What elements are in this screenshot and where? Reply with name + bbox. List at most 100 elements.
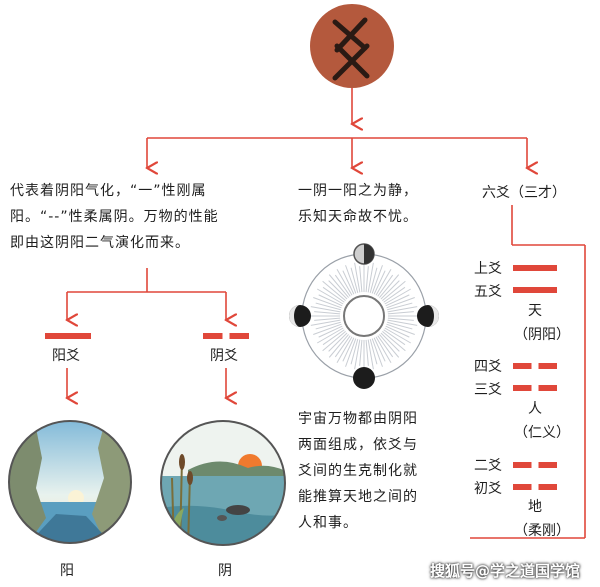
tian-label: 天 <box>528 303 542 319</box>
sun-ray <box>328 334 349 358</box>
sun-ray <box>310 306 341 313</box>
sun-ray <box>314 311 341 315</box>
sun-ray <box>345 338 357 367</box>
yao-line-chu <box>513 484 557 490</box>
yin-yao-line <box>203 333 249 339</box>
sun-ray <box>322 286 345 303</box>
yao-name-chu: 初爻 <box>474 481 502 497</box>
sun-ray <box>328 280 348 300</box>
ren-label: 人 <box>528 401 542 417</box>
sun-ray <box>350 339 359 365</box>
sun-ray <box>380 332 400 352</box>
sun-ray <box>359 339 363 366</box>
six-yao-title: 六爻（三才） <box>482 185 566 201</box>
left-description: 代表着阴阳气化，“一”性刚属 阳。“--”性柔属阴。万物的性能 即由这阴阳二气演… <box>10 183 219 251</box>
sun-ray <box>382 280 406 301</box>
yin-yao-label: 阴爻 <box>210 348 238 364</box>
yang-yao-line <box>45 333 91 339</box>
watermark-text: 搜狐号@学之道国学馆 <box>430 562 581 580</box>
sun-ray <box>385 325 410 338</box>
sun-ray <box>336 336 353 364</box>
sun-ray <box>359 266 363 293</box>
yao-name-san: 三爻 <box>474 382 502 398</box>
yang-landscape-image <box>8 420 132 544</box>
middle-top-text: 一阴一阳之为静， 乐知天命故不忧。 <box>298 183 418 225</box>
yin-caption: 阴 <box>218 563 232 579</box>
sun-ray <box>387 311 414 315</box>
sun-ray <box>328 274 349 298</box>
sun-ray <box>334 274 351 297</box>
sun-ray <box>315 302 341 311</box>
sun-ray <box>385 294 410 307</box>
sun-ray <box>322 280 346 301</box>
ren-sub: （仁义） <box>514 425 570 441</box>
yao-line-wu <box>513 287 557 293</box>
sun-ray <box>314 317 341 321</box>
sun-ray <box>322 329 345 346</box>
sun-ray <box>313 323 342 335</box>
sun-ray <box>322 331 346 352</box>
yao-name-si: 四爻 <box>474 359 502 375</box>
sun-ray <box>354 262 361 293</box>
sun-ray <box>342 337 355 362</box>
sun-ray <box>383 286 406 303</box>
sun-ray <box>334 335 351 358</box>
sun-ray <box>382 331 406 352</box>
sun-ray <box>367 339 374 370</box>
sun-ray <box>387 319 418 326</box>
sun-ray <box>354 339 361 370</box>
sun-ray <box>377 274 394 297</box>
sun-ray <box>373 270 386 295</box>
sun-ray <box>377 335 394 358</box>
yao-line-shang <box>513 265 557 271</box>
sun-ray <box>386 323 415 335</box>
sun-ray <box>371 338 383 367</box>
yao-line-san <box>513 385 557 391</box>
sun-ray <box>318 294 343 307</box>
sun-ray <box>386 297 415 309</box>
sun-ray <box>318 325 343 338</box>
yao-line-si <box>513 363 557 369</box>
yao-glyph-badge <box>310 4 394 88</box>
di-sub: （柔刚） <box>514 523 570 539</box>
sun-ray <box>316 327 344 344</box>
yao-name-er: 二爻 <box>474 458 502 474</box>
yang-yao-label: 阳爻 <box>52 348 80 364</box>
yang-caption: 阳 <box>60 563 74 579</box>
sun-ray <box>375 336 392 364</box>
sun-ray <box>369 339 378 365</box>
sun-ray <box>365 266 369 293</box>
sun-ray <box>379 334 400 358</box>
yin-landscape-image <box>160 420 286 546</box>
sun-ray <box>384 327 412 344</box>
sun-ray <box>365 339 369 366</box>
yao-line-er <box>513 462 557 468</box>
yao-name-wu: 五爻 <box>474 284 502 300</box>
yao-name-shang: 上爻 <box>474 261 502 277</box>
sun-ray <box>310 319 341 326</box>
sun-ray <box>315 321 341 330</box>
sun-ray <box>367 262 374 293</box>
sun-ray <box>342 270 355 295</box>
cosmos-sun-moon-image <box>289 243 439 389</box>
sun-ray <box>387 306 418 313</box>
sun-ray <box>328 332 348 352</box>
sun-ray <box>387 302 413 311</box>
sun-ray <box>387 321 413 330</box>
sun-ray <box>375 268 392 296</box>
sun-ray <box>316 288 344 305</box>
tian-sub: （阴阳） <box>514 327 570 343</box>
sun-ray <box>369 267 378 293</box>
sun-ray <box>387 317 414 321</box>
sun-ray <box>373 337 386 362</box>
sun-ray <box>379 274 400 298</box>
sun-ray <box>313 297 342 309</box>
sun-ray <box>383 329 406 346</box>
sun-ray <box>350 267 359 293</box>
sun-ray <box>380 280 400 300</box>
sun-ray <box>336 268 353 296</box>
sun-ray <box>371 265 383 294</box>
di-label: 地 <box>528 499 542 515</box>
sun-ray <box>384 288 412 305</box>
